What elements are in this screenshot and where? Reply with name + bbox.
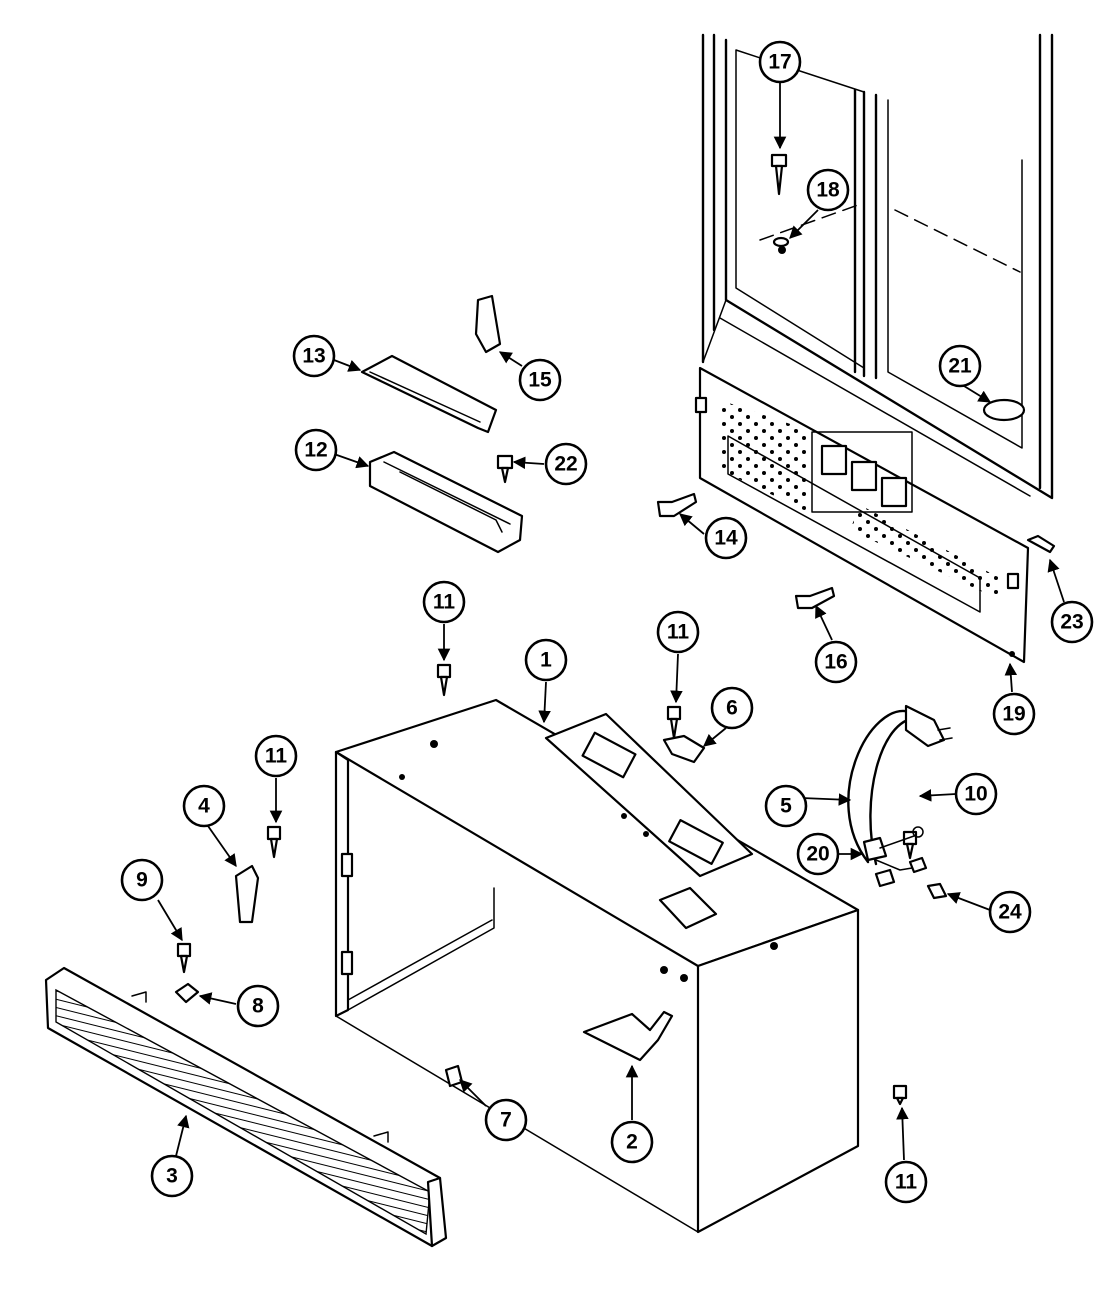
callout-label: 9 — [136, 869, 148, 892]
callout-3: 3 — [150, 1154, 194, 1198]
callout-label: 17 — [768, 51, 791, 74]
base-frame-part — [334, 698, 860, 1234]
kick-plate-part — [44, 966, 448, 1248]
drawer-tray-part — [368, 450, 524, 554]
callout-9: 9 — [120, 858, 164, 902]
callout-19: 19 — [992, 692, 1036, 736]
callout-12: 12 — [294, 428, 338, 472]
callout-23: 23 — [1050, 600, 1094, 644]
callout-label: 10 — [964, 783, 987, 806]
refrigerator-cabinet — [701, 33, 1054, 500]
callout-16: 16 — [814, 640, 858, 684]
callout-label: 7 — [500, 1109, 512, 1132]
callout-label: 13 — [302, 345, 325, 368]
callout-label: 5 — [780, 795, 792, 818]
callout-8: 8 — [236, 984, 280, 1028]
callout-label: 3 — [166, 1165, 178, 1188]
screw-parts — [176, 153, 1056, 1106]
drawer-rail-part — [360, 354, 498, 434]
small-bracket-parts — [174, 734, 706, 1088]
callout-label: 11 — [265, 745, 288, 768]
leader-lines — [157, 82, 1065, 1161]
power-cord-part — [847, 704, 953, 888]
callout-20: 20 — [796, 832, 840, 876]
callout-4: 4 — [182, 784, 226, 828]
callout-label: 24 — [998, 901, 1022, 924]
callout-label: 12 — [304, 439, 327, 462]
front-panel-part — [694, 366, 1030, 664]
callout-11-left: 11 — [254, 734, 298, 778]
callout-label: 15 — [528, 369, 552, 392]
callout-11-mid: 11 — [656, 610, 700, 654]
callout-24: 24 — [988, 890, 1032, 934]
callout-label: 14 — [714, 527, 738, 550]
callout-7: 7 — [484, 1098, 528, 1142]
callout-label: 23 — [1060, 611, 1083, 634]
callout-label: 19 — [1002, 703, 1025, 726]
callout-label: 8 — [252, 995, 264, 1018]
callout-label: 4 — [198, 795, 210, 818]
callout-1: 1 — [524, 638, 568, 682]
callout-15: 15 — [518, 358, 562, 402]
callout-label: 16 — [824, 651, 847, 674]
callout-label: 2 — [626, 1131, 638, 1154]
callout-label: 11 — [433, 591, 456, 614]
callout-6: 6 — [710, 686, 754, 730]
callout-17: 17 — [758, 40, 802, 84]
callout-5: 5 — [764, 784, 808, 828]
callout-10: 10 — [954, 772, 998, 816]
callout-11-bottom: 11 — [884, 1160, 928, 1204]
callout-label: 11 — [895, 1171, 918, 1194]
callout-label: 1 — [540, 649, 552, 672]
callout-14: 14 — [704, 516, 748, 560]
callout-label: 11 — [667, 621, 690, 644]
callout-11-top: 11 — [422, 580, 466, 624]
callout-18: 18 — [806, 168, 850, 212]
callout-label: 6 — [726, 697, 738, 720]
callout-label: 20 — [806, 843, 829, 866]
callout-21: 21 — [938, 344, 982, 388]
callout-label: 22 — [554, 453, 577, 476]
callout-13: 13 — [292, 334, 336, 378]
callout-2: 2 — [610, 1120, 654, 1164]
callout-label: 21 — [948, 355, 972, 378]
callout-label: 18 — [816, 179, 840, 202]
callout-22: 22 — [544, 442, 588, 486]
clip-part — [474, 294, 502, 354]
